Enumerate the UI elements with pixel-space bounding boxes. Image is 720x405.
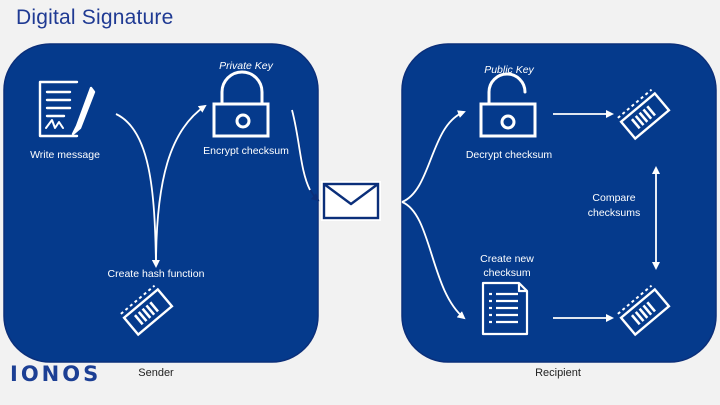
encrypt-checksum-label: Encrypt checksum <box>203 145 289 157</box>
document-pen-icon <box>38 80 96 138</box>
compare-checksums-label-line2: checksums <box>587 207 641 219</box>
public-key-label: Public Key <box>484 64 534 76</box>
checksum-ticket-icon <box>120 284 174 337</box>
open-padlock-icon <box>479 72 537 138</box>
checksum-document-icon <box>481 281 529 336</box>
private-key-label: Private Key <box>219 60 273 72</box>
create-new-checksum-label-line1: Create new <box>480 253 534 265</box>
arrow-hash-to-encrypt <box>155 104 207 267</box>
page-title: Digital Signature <box>16 6 174 29</box>
decrypt-checksum-label: Decrypt checksum <box>465 149 553 161</box>
recipient-panel <box>401 43 717 363</box>
arrow-message-to-hash <box>115 113 160 268</box>
compare-checksums-label-line1: Compare <box>592 192 636 204</box>
arrow-envelope-to-create-new <box>401 201 466 320</box>
ionos-logo: IONOS <box>10 362 102 386</box>
create-hash-function-label: Create hash function <box>107 268 205 280</box>
arrow-envelope-to-decrypt <box>401 110 466 203</box>
checksum-ticket-icon <box>617 88 671 141</box>
arrow-encrypt-to-envelope-overlay <box>291 109 311 191</box>
recipient-caption: Recipient <box>535 367 581 379</box>
padlock-icon <box>212 70 270 138</box>
envelope-icon <box>321 181 381 221</box>
checksum-ticket-icon <box>617 284 671 337</box>
write-message-label: Write message <box>30 149 100 161</box>
create-new-checksum-label-line2: checksum <box>483 267 531 279</box>
sender-caption: Sender <box>138 367 174 379</box>
